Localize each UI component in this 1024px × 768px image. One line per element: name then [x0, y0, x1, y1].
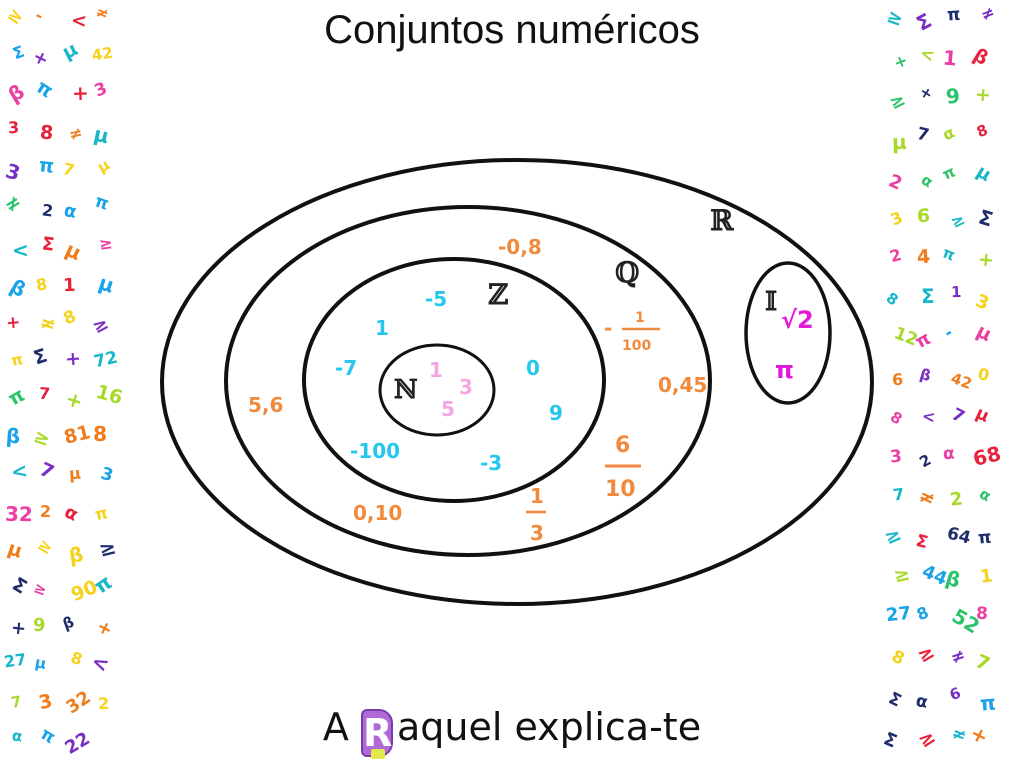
rational-decimal: 0,45	[658, 373, 707, 397]
integer-number: -5	[425, 287, 447, 311]
rational-decimal: -0,8	[498, 235, 542, 259]
integer-number: -7	[335, 356, 357, 380]
rational-decimal: 0,10	[353, 501, 402, 525]
integer-number: 0	[526, 356, 540, 380]
fraction-denominator: 100	[622, 338, 651, 354]
logo-r-icon: R	[360, 709, 393, 759]
reals-label: ℝ	[710, 204, 735, 237]
irrationals-label: 𝕀	[765, 287, 777, 317]
fraction-denominator: 10	[605, 477, 636, 502]
page-title: Conjuntos numéricos	[324, 8, 700, 52]
fraction-neg-one-hundredth: - 1 100	[604, 310, 660, 354]
naturals-label: ℕ	[394, 375, 418, 405]
fraction-denominator: 3	[530, 521, 544, 545]
integer-number: -3	[480, 451, 502, 475]
reals-ellipse	[160, 158, 874, 606]
fraction-sign: -	[604, 316, 612, 340]
footer-prefix: A	[322, 705, 361, 749]
irrational-sqrt-two: √2	[781, 306, 814, 334]
rationals-ellipse	[224, 205, 712, 557]
integer-number: -100	[350, 439, 400, 463]
naturals-ellipse	[378, 343, 496, 437]
fraction-numerator: 1	[635, 310, 645, 326]
rational-decimal: 5,6	[248, 393, 283, 417]
fraction-one-third: 1 3	[526, 484, 546, 545]
integer-number: 1	[375, 316, 389, 340]
fraction-numerator: 1	[530, 484, 544, 508]
footer-text: aquel explica-te	[396, 705, 702, 749]
natural-number: 5	[441, 397, 455, 421]
integer-number: 9	[549, 401, 563, 425]
integers-label: ℤ	[488, 278, 509, 311]
fraction-numerator: 6	[615, 433, 630, 458]
irrationals-ellipse	[744, 261, 832, 405]
fraction-six-tenths: 6 10	[605, 433, 641, 502]
natural-number: 3	[459, 375, 473, 399]
natural-number: 1	[429, 358, 443, 382]
rationals-label: ℚ	[615, 256, 639, 289]
irrational-pi: π	[775, 356, 794, 384]
integers-ellipse	[302, 257, 606, 503]
